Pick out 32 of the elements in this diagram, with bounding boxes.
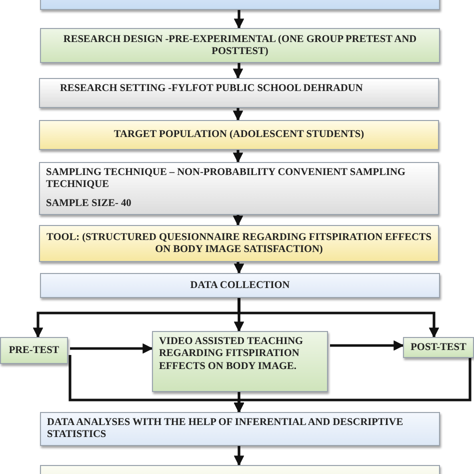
process-box (403, 337, 474, 358)
box-text: RESEARCH DESIGN -PRE-EXPERIMENTAL (ONE GROUP PRETEST AND POSTTEST) (62, 34, 418, 58)
arrow (238, 298, 440, 338)
box-text: POST-TEST (410, 342, 466, 354)
box-text: TARGET POPULATION (ADOLESCENT STUDENTS) (114, 129, 364, 142)
arrow (234, 10, 244, 30)
arrow (234, 262, 244, 274)
process-box (39, 162, 439, 215)
process-box (39, 225, 439, 262)
box-text: TOOL: (STRUCTURED QUESIONNAIRE REGARDING FITSPIRATION EFFECTS ON BODY IMAGE SATISFACTION) (46, 232, 432, 256)
process-box (152, 331, 328, 392)
box-text: DATA ANALYSES WITH THE HELP OF INFERENTIAL AND DESCRIPTIVE STATISTICS (47, 417, 404, 442)
arrow (232, 63, 244, 80)
arrow (234, 446, 244, 466)
process-box (40, 28, 440, 63)
box-text: RESEARCH SETTING -FYLFOT PUBLIC SCHOOL DEHRADUN (59, 83, 363, 96)
arrow (70, 343, 154, 354)
process-box (39, 120, 439, 150)
box-text: SAMPLING TECHNIQUE – NON-PROBABILITY CONVENIENT SAMPLING TECHNIQUE (46, 167, 406, 192)
box-text: PRE-TEST (8, 344, 60, 358)
process-box (0, 337, 68, 364)
arrow (234, 358, 472, 414)
arrow (232, 150, 244, 164)
arrow (330, 340, 404, 351)
arrow (232, 215, 244, 226)
box-text: DATA COLLECTION (190, 280, 290, 292)
process-box (40, 412, 440, 446)
process-box (40, 273, 440, 298)
box-text: VIDEO ASSISTED TEACHING REGARDING FITSPIRATION EFFECTS ON BODY IMAGE. (159, 336, 304, 374)
arrow (232, 108, 244, 122)
box-text: SAMPLE SIZE- 40 (46, 198, 132, 210)
process-box (39, 78, 439, 108)
